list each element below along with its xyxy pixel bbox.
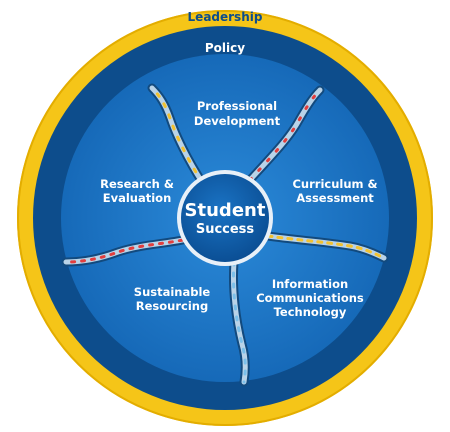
segment-label-line2: Development (194, 114, 281, 128)
divider-right (263, 231, 389, 263)
segment-label-line2: Assessment (296, 191, 374, 205)
segment-research-evaluation: Research & Evaluation (100, 177, 174, 205)
leadership-label: Leadership (188, 10, 263, 24)
leadership-ring-edge (17, 10, 433, 426)
segment-professional-development: Professional Development (194, 99, 281, 128)
segment-label-line1: Professional (197, 99, 277, 113)
segment-label-line2: Communications (256, 291, 364, 305)
segment-ict: Information Communications Technology (256, 277, 364, 319)
policy-label: Policy (205, 41, 245, 55)
segment-label-line1: Sustainable (134, 285, 211, 299)
segment-dividers (61, 83, 389, 387)
segment-label-line3: Technology (274, 305, 347, 319)
segment-label-line2: Resourcing (136, 299, 208, 313)
segment-label-line1: Research & (100, 177, 174, 191)
segment-label-line2: Evaluation (103, 191, 172, 205)
segment-sustainable-resourcing: Sustainable Resourcing (134, 285, 211, 313)
segment-label-line1: Curriculum & (292, 177, 377, 191)
segment-curriculum-assessment: Curriculum & Assessment (292, 177, 377, 205)
divider-left (61, 233, 197, 267)
center-subtitle: Success (196, 222, 255, 237)
segment-label-line1: Information (272, 277, 348, 291)
divider-top-right (245, 85, 325, 185)
center-circle (181, 174, 269, 262)
divider-bottom (228, 257, 250, 387)
center-title: Student (185, 200, 266, 221)
divider-top-left (147, 83, 207, 187)
